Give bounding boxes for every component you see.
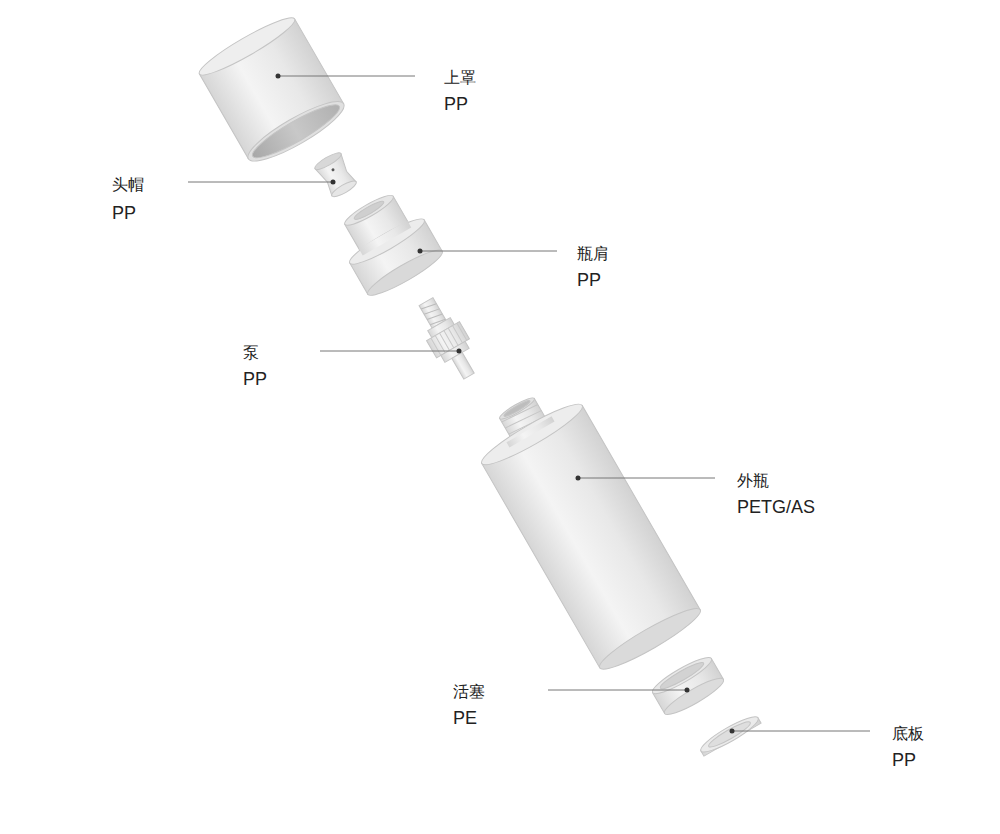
material-code: PP (577, 270, 601, 292)
cap-part (195, 11, 350, 170)
pump-part (410, 292, 486, 385)
part-name: 外瓶 (737, 471, 769, 490)
material-code: PP (892, 750, 916, 772)
base-plate-part (697, 712, 761, 757)
actuator-part (313, 150, 359, 200)
material-code: PE (453, 708, 477, 730)
material-code: PP (444, 94, 468, 116)
shoulder-part (329, 184, 446, 301)
part-name: 泵 (243, 343, 259, 362)
part-name: 活塞 (453, 682, 485, 701)
part-name: 瓶肩 (577, 244, 609, 263)
material-code: PP (243, 369, 267, 391)
piston-part (649, 653, 727, 720)
material-code: PP (112, 203, 136, 225)
material-code: PETG/AS (737, 497, 815, 519)
leader-lines (188, 74, 870, 734)
part-name: 底板 (892, 724, 924, 743)
part-name: 上罩 (444, 68, 476, 87)
bottle-part (465, 376, 705, 676)
part-name: 头帽 (112, 175, 144, 194)
